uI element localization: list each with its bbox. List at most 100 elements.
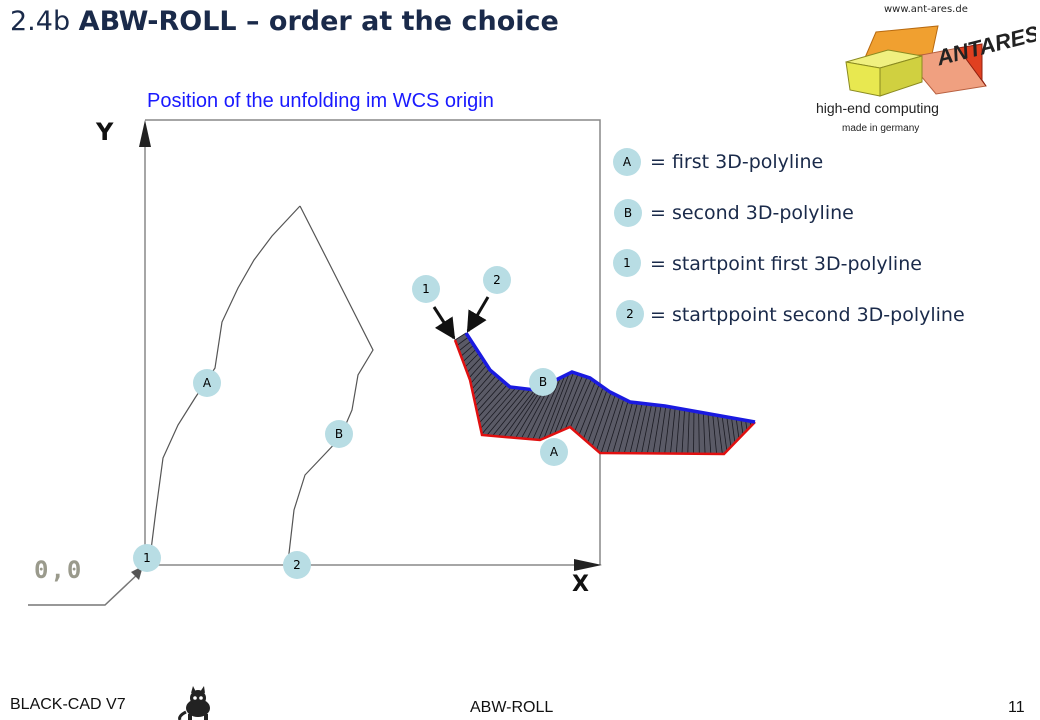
ruling-line [460,344,475,357]
ruling-line [477,384,508,418]
title-prefix: 2.4b [10,6,71,37]
legend-bubble-1: 1 [613,249,641,277]
diagram-caption: Position of the unfolding im WCS origin [147,90,494,112]
ruling-line [486,388,526,436]
ruling-line [606,398,625,454]
page-number: 11 [1008,699,1025,716]
logo-yellow-block-side [879,55,923,97]
ruling-line [481,388,521,435]
legend-text-b: = second 3D-polyline [650,202,854,224]
ruling-line [456,336,469,346]
bubble-2-left-label: 2 [293,558,301,572]
bubble-b-left-label: B [335,427,343,441]
legend-bubble-1-label: 1 [623,256,631,270]
bubble-1-right-label: 1 [422,282,430,296]
axis-y-label: Y [96,118,114,146]
ruling-line [474,375,497,401]
ruling-line [475,378,501,407]
bubble-b-left: B [325,420,353,448]
bubble-2-right: 2 [483,266,511,294]
legend-bubble-a-label: A [623,155,632,169]
legend-bubble-2-label: 2 [626,307,634,321]
right-polyline-b [464,332,756,424]
ruling-line [574,381,596,432]
bubble-b-right-label: B [539,375,547,389]
ruling-line [681,409,685,454]
y-axis-arrow [139,120,151,147]
ruling-line [629,403,643,454]
legend-bubble-a: A [613,148,641,176]
bubble-2-right-label: 2 [493,273,501,287]
x-axis-arrow [574,559,602,571]
antares-logo: ANTARES [845,21,1036,97]
logo-tagline: high-end computing [816,100,939,116]
legend-bubble-b: B [614,199,642,227]
ruling-line [564,376,588,430]
ruling-line [471,368,490,390]
ruling-line [503,387,540,438]
ruling-line [652,405,662,454]
ruling-line [548,372,574,437]
ruling-line [721,416,728,452]
ruling-line [658,406,667,454]
ruling-line [492,389,531,437]
bubble-2-left: 2 [283,551,311,579]
arrow-start2 [466,296,490,333]
ruling-line [479,386,512,424]
left-polyline-a [149,205,301,559]
axis-x-label: X [572,572,589,597]
ruling-line [687,410,690,454]
frame-border [145,119,601,565]
ruling-line [498,389,536,437]
ruling-line [587,389,608,443]
ruling-line [596,394,616,451]
ruling-line [740,419,744,435]
ruling-line [466,356,482,373]
ruling-line [480,387,517,429]
ruling-line [543,373,570,439]
logo-made-in: made in germany [842,123,920,134]
ruling-line [612,400,629,454]
ruling-line [731,417,736,443]
ruling-line [735,418,740,439]
legend-text-1: = startpoint first 3D-polyline [650,253,922,275]
bubble-a-left: A [193,369,221,397]
ruling-line [554,373,579,434]
ruling-line [670,407,676,454]
ruling-line [712,414,718,454]
ruling-line [726,416,732,447]
legend-bubble-b-label: B [624,206,632,220]
ruling-line [641,404,652,454]
ruling-line [623,402,638,454]
legend-text-2: = startppoint second 3D-polyline [650,304,965,326]
ruling-line [646,404,657,454]
arrow-start1 [432,306,456,340]
ruling-line [468,360,485,379]
bubble-a-left-label: A [203,376,212,390]
surface-fill [455,333,755,454]
ruling-line [675,408,681,454]
legend-text-a: = first 3D-polyline [650,151,824,173]
bubble-a-right: A [540,438,568,466]
ruling-line [538,375,566,441]
right-polyline-a [453,339,756,456]
title-rest: – order at the choice [236,6,559,37]
ruling-line [532,377,562,440]
legend-bubble-2: 2 [616,300,644,328]
ruling-line [454,332,467,341]
logo-red-block [957,43,987,87]
ruling-line [559,375,583,432]
bubble-a-right-label: A [550,445,559,459]
page-title: 2.4b ABW-ROLL – order at the choice [10,6,559,37]
bubble-1-right: 1 [412,275,440,303]
ruling-line [458,340,472,352]
ruling-line [470,364,488,384]
origin-label: 0,0 [34,556,84,584]
bubble-1-left: 1 [133,544,161,572]
ruling-line [591,392,612,447]
logo-url: www.ant-ares.de [884,4,968,15]
ruling-line [464,352,480,368]
footer-topic: ABW-ROLL [470,699,554,716]
ruling-line [702,412,706,454]
